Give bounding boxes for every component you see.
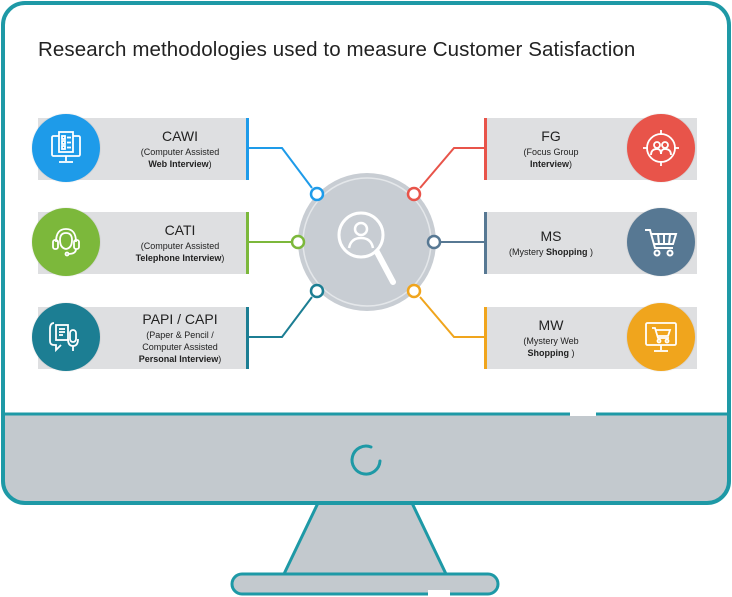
card-cawi-text: CAWI (Computer Assisted Web Interview) bbox=[116, 118, 244, 180]
connector-papi bbox=[248, 296, 313, 338]
checklist-monitor-icon bbox=[32, 114, 100, 182]
bar-ms bbox=[484, 212, 487, 274]
dot-ms bbox=[426, 234, 442, 250]
card-cati-text: CATI (Computer Assisted Telephone Interv… bbox=[116, 212, 244, 274]
papi-line3-bold: Personal Interview bbox=[138, 354, 219, 364]
papi-line3-end: ) bbox=[218, 354, 222, 364]
document-microphone-icon bbox=[32, 303, 100, 371]
bar-papi bbox=[246, 307, 249, 369]
monitor-frame bbox=[1, 1, 731, 505]
cati-heading: CATI bbox=[164, 222, 196, 238]
connector-cawi bbox=[248, 147, 313, 189]
card-mw-text: MW (Mystery Web Shopping ) bbox=[487, 307, 615, 369]
magnifier-person-icon bbox=[337, 211, 396, 285]
cawi-line1: (Computer Assisted bbox=[140, 147, 220, 157]
monitor-stand bbox=[281, 501, 449, 576]
connector-mw bbox=[419, 296, 486, 338]
monitor-foot bbox=[230, 572, 500, 596]
dot-mw bbox=[406, 283, 422, 299]
dot-cati bbox=[290, 234, 306, 250]
cawi-heading: CAWI bbox=[161, 128, 199, 144]
mw-heading: MW bbox=[538, 317, 564, 333]
page-title: Research methodologies used to measure C… bbox=[38, 38, 636, 61]
monitor-bezel bbox=[3, 414, 729, 503]
shopping-cart-icon bbox=[627, 208, 695, 276]
ms-heading: MS bbox=[540, 228, 562, 244]
fg-line2-bold: Interview bbox=[529, 159, 569, 169]
ms-line1-bold: Shopping bbox=[546, 247, 588, 257]
bar-fg bbox=[484, 118, 487, 180]
cati-line2-bold: Telephone Interview bbox=[135, 253, 222, 263]
fg-heading: FG bbox=[541, 128, 561, 144]
bar-mw bbox=[484, 307, 487, 369]
bar-cawi bbox=[246, 118, 249, 180]
mw-line2-end: ) bbox=[569, 348, 575, 358]
cati-line2-end: ) bbox=[221, 253, 225, 263]
cati-line1: (Computer Assisted bbox=[140, 241, 220, 251]
cawi-line2: Web Interview) bbox=[148, 158, 211, 170]
camera-notch bbox=[570, 410, 596, 416]
dot-papi bbox=[309, 283, 325, 299]
group-target-icon bbox=[627, 114, 695, 182]
mw-line1: (Mystery Web bbox=[523, 336, 579, 346]
ms-line1: (Mystery Shopping ) bbox=[509, 246, 593, 258]
dot-fg bbox=[406, 186, 422, 202]
cati-line2: Telephone Interview) bbox=[136, 252, 225, 264]
ms-line1-end: ) bbox=[587, 247, 593, 257]
headset-icon bbox=[32, 208, 100, 276]
fg-line1: (Focus Group bbox=[523, 147, 579, 157]
card-papi-text: PAPI / CAPI (Paper & Pencil / Computer A… bbox=[116, 307, 244, 369]
cawi-line2-end: ) bbox=[208, 159, 212, 169]
cawi-line2-bold: Web Interview bbox=[148, 159, 209, 169]
web-cart-icon bbox=[627, 303, 695, 371]
bar-cati bbox=[246, 212, 249, 274]
mw-line2-bold: Shopping bbox=[527, 348, 570, 358]
card-fg-text: FG (Focus Group Interview) bbox=[487, 118, 615, 180]
connector-fg bbox=[419, 147, 486, 189]
foot-notch bbox=[428, 590, 450, 596]
hub-circle bbox=[298, 173, 436, 311]
dot-cawi bbox=[309, 186, 325, 202]
papi-heading: PAPI / CAPI bbox=[142, 311, 218, 327]
papi-line3: Personal Interview) bbox=[139, 353, 222, 365]
papi-line2: Computer Assisted bbox=[142, 342, 218, 352]
power-button-icon bbox=[350, 444, 382, 476]
fg-line2: Interview) bbox=[530, 158, 572, 170]
card-ms-text: MS (Mystery Shopping ) bbox=[487, 212, 615, 274]
fg-line2-end: ) bbox=[569, 159, 572, 169]
mw-line2: Shopping ) bbox=[528, 347, 575, 359]
papi-line1: (Paper & Pencil / bbox=[146, 330, 214, 340]
ms-line1-start: (Mystery bbox=[509, 247, 546, 257]
